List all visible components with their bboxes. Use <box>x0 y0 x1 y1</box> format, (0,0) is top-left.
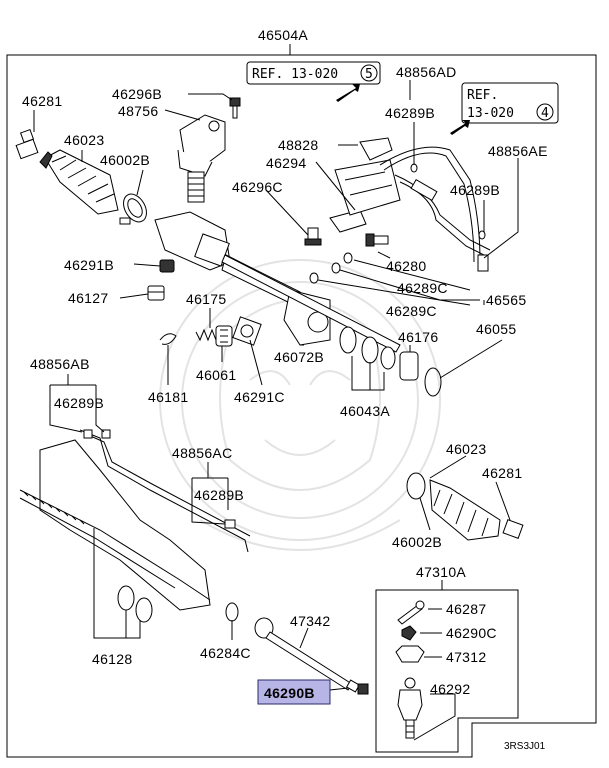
tie-rod-end-kit <box>375 580 519 753</box>
seal-kit-icon <box>339 326 442 397</box>
label-46289c-a: 46289C <box>397 280 448 296</box>
inner-tie-rod-icon <box>254 617 369 695</box>
boot-band-icon <box>119 193 147 225</box>
label-46002b-top: 46002B <box>100 152 150 168</box>
label-46284c: 46284C <box>200 645 251 661</box>
label-46181: 46181 <box>148 389 188 405</box>
gear-housing-icon <box>154 211 331 346</box>
label-46289b-right: 46289B <box>450 182 500 198</box>
label-47342: 47342 <box>290 613 330 629</box>
label-46289b-left: 46289B <box>54 395 104 411</box>
label-47310a: 47310A <box>416 564 466 580</box>
valve-body-icon <box>177 114 226 203</box>
label-48828: 48828 <box>278 137 318 153</box>
label-46023-right: 46023 <box>446 441 486 457</box>
o-ring-icon <box>117 585 239 623</box>
svg-text:REF. 13-020: REF. 13-020 <box>252 67 338 82</box>
assembly-frame <box>6 54 597 758</box>
label-46175: 46175 <box>186 291 226 307</box>
label-46296c: 46296C <box>232 179 283 195</box>
spring-icon <box>159 316 262 347</box>
pressure-line-icon <box>379 146 491 272</box>
ref-arrow-4 <box>450 120 470 135</box>
label-46281-right: 46281 <box>482 465 522 481</box>
ref-box-4: REF. 13-020 4 <box>461 82 559 124</box>
label-48856ab: 48856AB <box>30 356 90 372</box>
label-46043a: 46043A <box>340 403 390 419</box>
label-46289c-b: 46289C <box>386 303 437 319</box>
assembly-label: 46504A <box>258 27 308 43</box>
label-46061: 46061 <box>196 367 236 383</box>
union-bolt-icon <box>304 227 389 247</box>
label-46290c: 46290C <box>446 625 497 641</box>
label-46287: 46287 <box>446 601 486 617</box>
bolt-icon <box>229 97 241 119</box>
rack-boot-icon <box>39 149 119 215</box>
diagram-code: 3RS3J01 <box>504 741 546 752</box>
bracket-icon <box>329 137 401 233</box>
cap-icon <box>147 259 175 301</box>
label-46127: 46127 <box>68 290 108 306</box>
label-48856ad: 48856AD <box>396 64 456 80</box>
rack-boot-right-icon <box>406 472 524 541</box>
label-46023-top: 46023 <box>64 132 104 148</box>
label-47312: 47312 <box>446 649 486 665</box>
label-48856ac: 48856AC <box>172 445 232 461</box>
label-46290b-highlight[interactable]: 46290B <box>264 685 315 701</box>
rack-housing-icon <box>19 429 251 611</box>
label-46294: 46294 <box>266 155 306 171</box>
label-46128: 46128 <box>92 651 132 667</box>
label-48756: 48756 <box>118 103 158 119</box>
label-46565: 46565 <box>486 292 526 308</box>
label-46291c: 46291C <box>234 389 285 405</box>
part-labels: 46281 46023 46002B 46296B 48756 48828 46… <box>22 64 548 752</box>
rack-shaft-icon <box>221 254 401 353</box>
ref-arrow-5 <box>336 84 360 102</box>
label-46289b-top: 46289B <box>385 105 435 121</box>
watermark-emblem <box>159 259 441 551</box>
leader-lines <box>33 80 519 741</box>
label-48856ae: 48856AE <box>488 143 548 159</box>
svg-text:13-020: 13-020 <box>467 106 514 121</box>
svg-text:4: 4 <box>541 106 549 121</box>
svg-text:REF.: REF. <box>467 88 498 103</box>
label-46292: 46292 <box>430 681 470 697</box>
label-46072b: 46072B <box>274 349 324 365</box>
gasket-icon <box>309 163 486 284</box>
label-46002b-right: 46002B <box>392 534 442 550</box>
label-46296b: 46296B <box>112 86 162 102</box>
label-46280: 46280 <box>386 258 426 274</box>
highlight-box[interactable] <box>257 679 331 705</box>
label-46291b: 46291B <box>64 257 114 273</box>
label-46289b-mid: 46289B <box>194 487 244 503</box>
tie-rod-clip-icon <box>15 128 39 160</box>
ref-box-5: REF. 13-020 5 <box>246 61 381 85</box>
label-46281-top: 46281 <box>22 93 62 109</box>
svg-text:5: 5 <box>365 67 373 82</box>
label-46055: 46055 <box>476 321 516 337</box>
label-46176: 46176 <box>398 329 438 345</box>
